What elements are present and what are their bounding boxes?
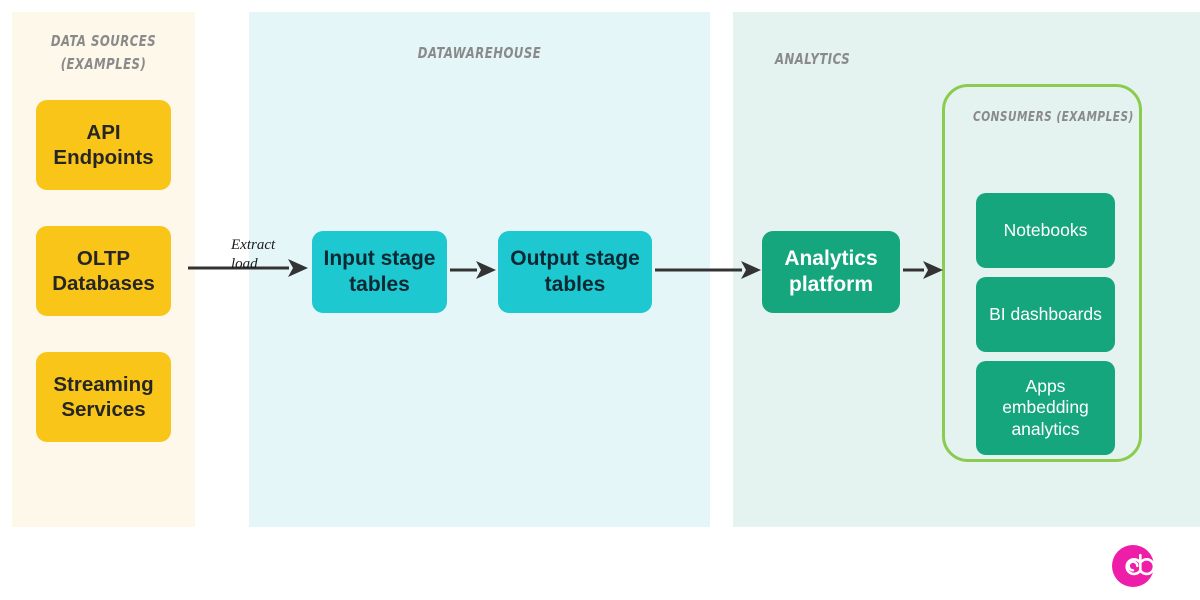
node-input-stage-tables-line2: tables <box>349 273 410 296</box>
node-api-endpoints[interactable]: API Endpoints <box>36 100 171 190</box>
node-output-stage-tables-line2: tables <box>544 273 606 296</box>
node-api-endpoints-line2: Endpoints <box>53 146 154 169</box>
node-bi-dashboards[interactable]: BI dashboards <box>976 277 1115 352</box>
edge-label-extract-load-line1: Extract <box>231 237 276 253</box>
arrow-output-stage-to-analytics-platform <box>655 261 761 279</box>
panel-title-line2: (examples) <box>60 55 147 74</box>
group-consumers: Consumers (examples) Notebooks BI dashbo… <box>942 84 1142 462</box>
node-notebooks-line1: Notebooks <box>1003 219 1088 240</box>
node-analytics-platform-line1: Analytics <box>784 247 878 271</box>
brand-logo-icon <box>1112 545 1154 587</box>
panel-title-datawarehouse: Datawarehouse <box>417 44 542 62</box>
node-bi-dashboards-line1: BI dashboards <box>989 303 1102 324</box>
node-analytics-platform[interactable]: Analytics platform <box>762 231 900 313</box>
node-streaming-services[interactable]: Streaming Services <box>36 352 171 442</box>
group-title-consumers: Consumers (examples) <box>973 109 1134 125</box>
node-oltp-databases-line2: Databases <box>52 272 155 295</box>
node-output-stage-tables-line1: Output stage <box>510 247 640 271</box>
node-notebooks[interactable]: Notebooks <box>976 193 1115 268</box>
arrow-input-to-output-stage <box>450 261 496 279</box>
node-output-stage-tables[interactable]: Output stage tables <box>498 231 652 313</box>
edge-label-extract-load: Extract load <box>231 236 291 274</box>
node-oltp-databases-line1: OLTP <box>76 247 131 270</box>
node-apps-embedding-analytics-line1: Apps <box>1025 375 1066 396</box>
node-streaming-services-line1: Streaming <box>53 373 154 396</box>
node-analytics-platform-line2: platform <box>789 273 873 296</box>
panel-title-analytics: Analytics <box>775 50 851 68</box>
node-apps-embedding-analytics-line3: analytics <box>1011 418 1080 439</box>
edge-label-extract-load-line2: load <box>231 256 258 273</box>
node-apps-embedding-analytics[interactable]: Apps embedding analytics <box>976 361 1115 455</box>
node-apps-embedding-analytics-line2: embedding <box>1002 397 1089 418</box>
node-input-stage-tables-line1: Input stage <box>323 247 436 271</box>
arrow-sources-to-input-stage <box>188 259 308 277</box>
panel-title-line1: Data sources <box>50 32 157 50</box>
panel-title-data-sources: Data sources (examples) <box>32 30 175 77</box>
node-oltp-databases[interactable]: OLTP Databases <box>36 226 171 316</box>
node-streaming-services-line2: Services <box>61 398 146 421</box>
node-input-stage-tables[interactable]: Input stage tables <box>312 231 447 313</box>
arrow-platform-to-consumers <box>903 261 943 279</box>
node-api-endpoints-line1: API <box>86 121 121 144</box>
